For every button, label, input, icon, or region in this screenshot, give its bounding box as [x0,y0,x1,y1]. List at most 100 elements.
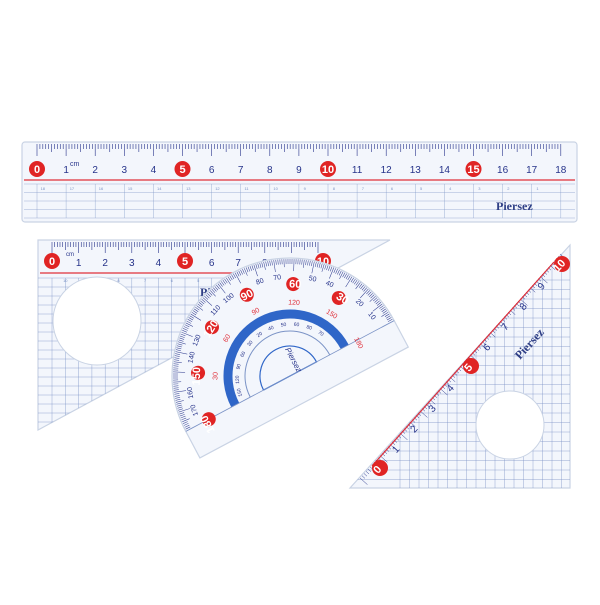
set-square-number: 5 [182,256,188,268]
protractor-outer-number: 70 [273,274,282,282]
protractor-tick [174,390,187,393]
protractor-tick [358,283,363,288]
right-square-tick [479,343,488,351]
protractor-body [171,257,410,459]
protractor-small-number: 20 [256,331,264,339]
ruler-reverse-number: 12 [215,186,220,191]
ruler-number: 9 [296,165,302,176]
protractor-tick [219,282,223,287]
protractor-tick [344,273,347,279]
right-square-tick [539,276,548,284]
protractor-tick [175,349,181,352]
protractor-tick [208,291,213,296]
ruler-reverse-number: 1 [536,186,539,191]
set-square-number: 3 [129,258,135,269]
right-square-tick [419,410,428,418]
protractor-tick [375,300,380,305]
protractor-tick [179,412,185,415]
protractor-tick [374,299,379,303]
protractor-tick [350,277,354,283]
protractor-tick [176,404,182,407]
protractor-tick [369,296,376,302]
ruler-reverse-number: 9 [304,186,307,191]
protractor-tick [183,423,189,426]
protractor-tick [177,406,183,409]
right-square-tick [365,471,370,475]
protractor-small-number: 40 [267,325,275,333]
protractor-outer-number: 10 [366,311,376,322]
ruler-number: 5 [179,164,185,176]
protractor-tick [261,262,264,268]
protractor-tick [329,266,333,272]
protractor-tick [247,266,251,272]
protractor-tick [173,361,182,363]
protractor-tick [175,399,181,401]
ruler-number: 15 [467,164,479,176]
ruler-body [21,141,578,223]
protractor-tick [387,319,393,322]
right-square-number: 3 [427,403,439,415]
protractor-tick [183,328,188,331]
protractor-tick [303,259,305,268]
right-square-number: 2 [409,423,421,435]
protractor-tick [180,415,186,419]
protractor-tick [311,261,315,274]
protractor-tick [190,313,202,321]
ruler-number: 0 [34,164,40,176]
protractor-tick [283,259,285,268]
ruler-number: 1 [63,165,69,176]
protractor-small-number: 150 [236,387,244,397]
protractor-small-number: 120 [235,375,241,384]
protractor-outer-number: 40 [325,280,335,289]
protractor-tick [289,258,291,265]
set-square-reverse-number: 6 [171,278,174,283]
protractor-tick [178,408,183,411]
protractor-tick [326,265,329,271]
ruler-reverse-number: 17 [70,186,75,191]
right-square-tick [379,455,388,463]
protractor-tick [360,288,369,299]
protractor-tick [189,315,195,319]
set-square-number: 2 [102,258,108,269]
right-square-number: 8 [518,301,530,313]
protractor-tick [233,273,236,279]
protractor-tick [311,261,313,267]
right-square-number: 6 [481,342,493,354]
protractor-tick [379,305,384,309]
protractor-tick [173,387,179,389]
protractor-tick [259,262,262,268]
protractor-tick [245,267,249,273]
protractor-tick [342,272,346,278]
protractor-tick [299,259,301,265]
protractor-outer-number: 130 [192,334,203,348]
ruler-number: 12 [381,165,393,176]
protractor-inner-number: 120 [288,299,300,306]
protractor-tick [175,351,188,355]
ruler-number-badge [174,161,191,177]
protractor-red-number: 150 [191,367,204,386]
protractor-tick [173,377,179,379]
protractor-baseline [185,320,395,432]
protractor-tick [279,259,281,265]
ruler-reverse-number: 18 [41,186,46,191]
right-square-number: 7 [500,321,512,333]
ruler-reverse-number: 14 [157,186,162,191]
protractor-tick [211,288,216,293]
protractor-small-number: 50 [280,322,287,329]
protractor-tick [361,286,366,291]
right-square-red-line [371,261,555,467]
protractor-tick [221,281,225,286]
protractor-tick [226,277,231,285]
protractor-tick [224,278,228,284]
protractor-tick [337,269,340,275]
set-square-number: 6 [209,258,215,269]
ruler-number: 3 [122,165,128,176]
protractor-inner-number: 90 [251,307,261,317]
protractor-tick [173,367,179,369]
set-square-number: 7 [235,258,241,269]
right-square-tick [363,473,368,477]
protractor-tick [202,297,213,306]
protractor-tick [205,294,210,299]
protractor-tick [345,274,349,280]
